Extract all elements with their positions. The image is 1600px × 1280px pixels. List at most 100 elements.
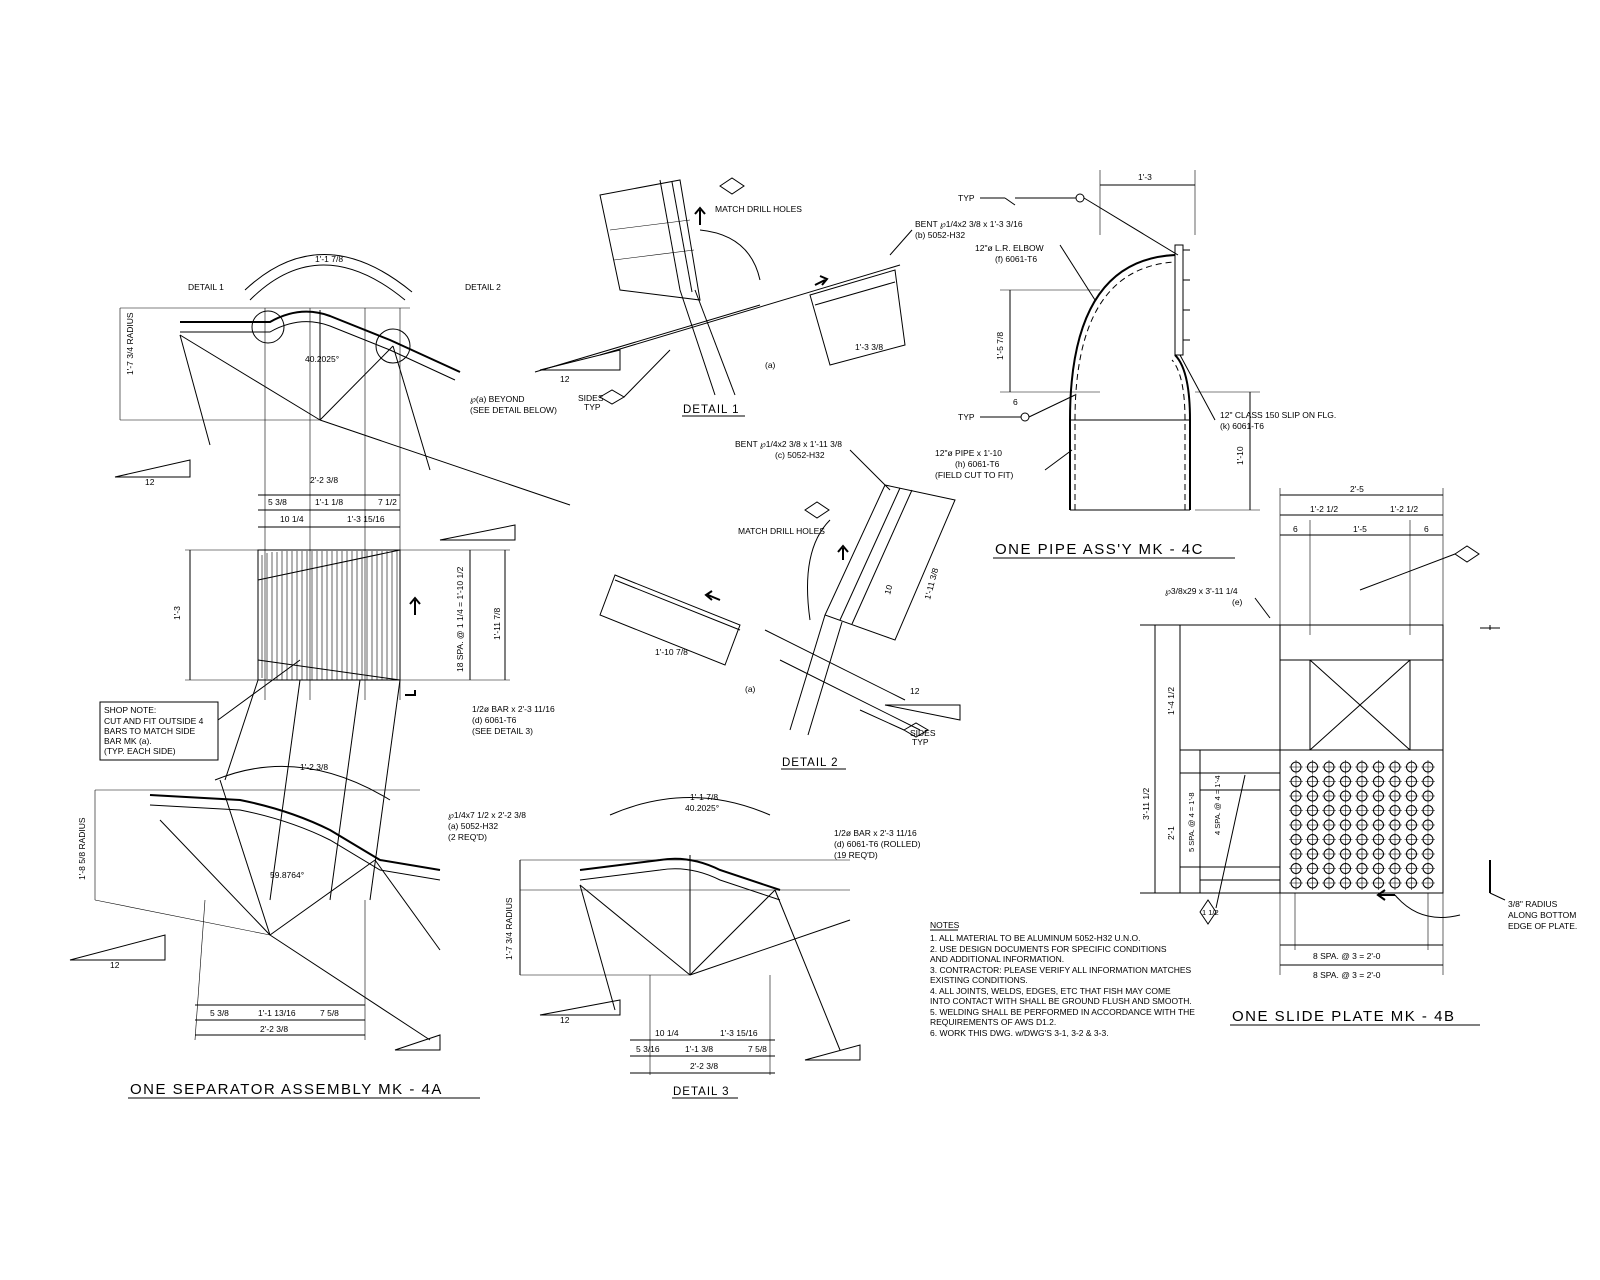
slide-plate-labels: 2'-5 1'-2 1/2 1'-2 1/2 6 1'-5 6 ℘3/8x29 …	[1141, 484, 1577, 980]
hole-centerline	[1404, 760, 1419, 774]
hole-centerline	[1404, 847, 1419, 861]
detail3-radius: 1'-7 3/4 RADIUS	[504, 897, 514, 960]
hole-centerline	[1338, 774, 1353, 789]
hole-centerline	[1355, 832, 1369, 847]
hole-centerline	[1289, 832, 1303, 847]
slide-radius-note: 3/8" RADIUS	[1508, 899, 1558, 909]
detail3-view	[519, 797, 861, 1075]
note-line: AND ADDITIONAL INFORMATION.	[930, 954, 1064, 964]
hole-centerline	[1338, 861, 1353, 876]
angle-label: 40.2025°	[305, 354, 339, 364]
pipe-pipe: 12"ø PIPE x 1'-10	[935, 448, 1002, 458]
lower-width-mid: 1'-1 13/16	[258, 1008, 296, 1018]
slide-half-left: 1'-2 1/2	[1310, 504, 1338, 514]
hole-centerline	[1322, 861, 1336, 876]
hole-centerline	[1338, 760, 1353, 774]
hole-centerline	[1421, 876, 1435, 890]
note-line: 6. WORK THIS DWG. w/DWG'S 3-1, 3-2 & 3-3…	[930, 1028, 1109, 1038]
detail2-dim3: 10	[882, 584, 894, 596]
width-left: 5 3/8	[268, 497, 287, 507]
hole-centerline	[1388, 832, 1402, 847]
slide-grid-h: 2'-1	[1166, 826, 1176, 840]
detail2-labels: BENT ℘1/4x2 3/8 x 1'-11 3/8 (c) 5052-H32…	[655, 439, 940, 747]
pipe-typ1: TYP	[958, 193, 975, 203]
slide-edge-right: 6	[1424, 524, 1429, 534]
hole-centerline	[1388, 818, 1402, 832]
hole-centerline	[1322, 760, 1336, 774]
bar-label: 1/2ø BAR x 2'-3 11/16	[472, 704, 555, 714]
hole-centerline	[1305, 774, 1320, 789]
detail1-labels: MATCH DRILL HOLES BENT ℘1/4x2 3/8 x 1'-3…	[560, 204, 1023, 412]
title-separator: ONE SEPARATOR ASSEMBLY MK - 4A	[130, 1081, 443, 1098]
detail2-sides: SIDES	[910, 728, 936, 738]
detail2-view	[599, 484, 961, 738]
detail1-typ: TYP	[584, 402, 601, 412]
height-dim: 1'-3	[172, 606, 182, 620]
pipe-note: (FIELD CUT TO FIT)	[935, 470, 1014, 480]
hole-centerline	[1371, 803, 1386, 818]
arc-dim: 1'-1 7/8	[315, 254, 343, 264]
pipe-view	[980, 170, 1260, 511]
width2-left: 10 1/4	[280, 514, 304, 524]
hole-centerline	[1338, 847, 1353, 861]
shop-note-title: SHOP NOTE:	[104, 705, 156, 715]
plate2-material: (a) 5052-H32	[448, 821, 498, 831]
hole-centerline	[1338, 789, 1353, 803]
hole-centerline	[1289, 789, 1303, 803]
hole-centerline	[1388, 861, 1402, 876]
separator-upper-view	[114, 254, 571, 901]
hole-centerline	[1404, 789, 1419, 803]
hole-centerline	[1355, 847, 1369, 861]
width2-right: 1'-3 15/16	[347, 514, 385, 524]
hole-centerline	[1421, 832, 1435, 847]
detail2-dim: 1'-10 7/8	[655, 647, 688, 657]
detail2-match: MATCH DRILL HOLES	[738, 526, 825, 536]
hole-centerline	[1305, 789, 1320, 803]
hole-centerline	[1355, 818, 1369, 832]
hole-centerline	[1305, 832, 1320, 847]
slide-center: 1'-5	[1353, 524, 1367, 534]
detail3-w: 2'-2 3/8	[690, 1061, 718, 1071]
width-right: 7 1/2	[378, 497, 397, 507]
detail3-slope: 12	[560, 1015, 570, 1025]
hole-centerline	[1388, 876, 1402, 890]
slide-spa-h2: 8 SPA. @ 3 = 2'-0	[1313, 970, 1381, 980]
detail3-bar: 1/2ø BAR x 2'-3 11/16	[834, 828, 917, 838]
note-line: 4. ALL JOINTS, WELDS, EDGES, ETC THAT FI…	[930, 986, 1171, 996]
hole-centerline	[1371, 774, 1386, 789]
hole-centerline	[1421, 803, 1435, 818]
notes-title: NOTES	[930, 920, 960, 930]
hole-centerline	[1322, 818, 1336, 832]
hole-centerline	[1338, 803, 1353, 818]
detail2-typ: TYP	[912, 737, 929, 747]
slide-plate-ref: (e)	[1232, 597, 1243, 607]
hole-centerline	[1338, 818, 1353, 832]
separator-upper-labels: DETAIL 1 DETAIL 2 1'-1 7/8 40.2025° 1'-7…	[125, 254, 557, 736]
detail2-ref-a: (a)	[745, 684, 756, 694]
hole-centerline	[1404, 803, 1419, 818]
slide-top-h: 1'-4 1/2	[1166, 687, 1176, 715]
pipe-h1: 1'-5 7/8	[995, 332, 1005, 360]
detail2-slope: 12	[910, 686, 920, 696]
pipe-flange-mat: (k) 6061-T6	[1220, 421, 1264, 431]
pipe-typ2: TYP	[958, 412, 975, 422]
slide-spa-v1: 4 SPA. @ 4 = 1'-4	[1213, 775, 1222, 835]
hole-centerline	[1289, 760, 1303, 774]
shop-note-line: CUT AND FIT OUTSIDE 4	[104, 716, 204, 726]
shop-note-line: (TYP. EACH SIDE)	[104, 746, 176, 756]
hole-centerline	[1305, 847, 1320, 861]
plate2-label: ℘1/4x7 1/2 x 2'-2 3/8	[448, 810, 526, 820]
title-detail2: DETAIL 2	[782, 757, 839, 769]
hole-centerline	[1388, 774, 1402, 789]
hole-centerline	[1355, 803, 1369, 818]
hole-centerline	[1388, 847, 1402, 861]
hole-centerline	[1289, 803, 1303, 818]
hole-centerline	[1355, 876, 1369, 890]
hole-centerline	[1305, 861, 1320, 876]
hole-centerline	[1289, 818, 1303, 832]
radius-label: 1'-7 3/4 RADIUS	[125, 312, 135, 375]
shop-note-line: BAR MK (a).	[104, 736, 152, 746]
hole-centerline	[1371, 832, 1386, 847]
detail1-dim: 1'-3 3/8	[855, 342, 883, 352]
separator-lower-view	[69, 765, 441, 1051]
